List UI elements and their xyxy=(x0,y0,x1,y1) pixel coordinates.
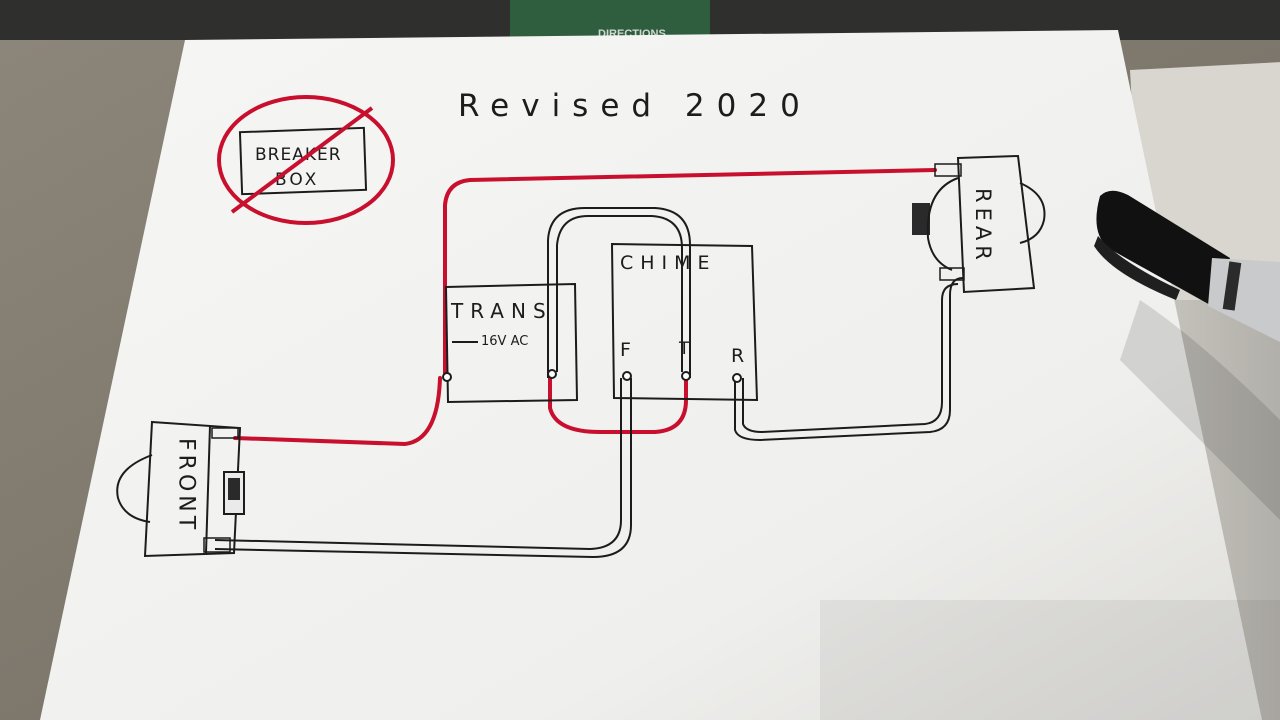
lower-right-shade xyxy=(820,600,1280,720)
front-terminal-top xyxy=(211,427,239,439)
marker-clip xyxy=(1094,236,1180,300)
wire-chime-f-front-inner xyxy=(214,378,632,559)
wire-trans-loop-outer xyxy=(547,207,691,378)
transformer-terminal-left xyxy=(442,372,452,382)
rear-button: REAR xyxy=(912,154,1046,294)
marker-band xyxy=(1222,261,1242,311)
heading-text: Revised 2020 xyxy=(458,88,812,124)
breaker-box: BREAKER BOX xyxy=(217,95,395,225)
front-button: FRONT xyxy=(116,420,245,558)
chime-terminal-r xyxy=(732,373,742,383)
marker-body xyxy=(1208,258,1280,342)
chime-terminal-f xyxy=(622,371,632,381)
hot-wire-trans-to-chime-t xyxy=(548,376,688,434)
hot-wires xyxy=(233,168,937,447)
marker-pen xyxy=(1094,190,1280,520)
rear-lead xyxy=(926,177,959,271)
chime-terminal-f-label: F xyxy=(620,339,631,361)
transformer-box xyxy=(444,282,579,404)
chime-terminal-t-label: T xyxy=(678,339,690,359)
chime-terminal-t xyxy=(681,371,691,381)
transformer: TRANS 16V AC xyxy=(442,282,579,404)
breaker-line1: BREAKER xyxy=(255,145,342,165)
hot-wire-trans-to-front xyxy=(233,376,442,447)
no-circle xyxy=(217,95,395,225)
breaker-line2: BOX xyxy=(275,170,319,190)
wire-chime-f-front-outer xyxy=(214,378,622,551)
chime-terminal-r-label: R xyxy=(731,345,744,367)
hot-wire-trans-to-rear xyxy=(443,168,937,380)
front-label: FRONT xyxy=(174,438,199,533)
rear-button-arc xyxy=(1019,182,1046,244)
rear-button-box xyxy=(956,154,1036,294)
rear-button-switch xyxy=(912,203,930,235)
chime-box xyxy=(610,242,759,402)
rear-label: REAR xyxy=(971,188,995,265)
marker-shadow xyxy=(1120,300,1280,520)
front-button-box xyxy=(143,420,242,558)
rear-terminal-bottom xyxy=(939,267,965,281)
chime-label: CHIME xyxy=(620,252,717,274)
transformer-label: TRANS xyxy=(450,299,553,323)
front-terminal-bottom xyxy=(203,537,231,553)
transformer-terminal-right xyxy=(547,369,557,379)
paper-sheet xyxy=(40,30,1262,720)
breaker-box-rect xyxy=(238,126,368,196)
front-button-switch-fill xyxy=(228,478,240,500)
wire-chime-r-rear-outer xyxy=(734,277,964,442)
wire-trans-loop-inner xyxy=(556,215,683,372)
chime: CHIME F T R xyxy=(610,242,759,402)
marker-cap xyxy=(1096,190,1230,306)
transformer-rating: 16V AC xyxy=(481,334,528,349)
wire-chime-r-rear-inner xyxy=(742,283,959,434)
front-button-divider xyxy=(205,425,211,554)
low-voltage-wires xyxy=(214,207,964,559)
no-slash xyxy=(230,106,374,214)
front-button-arc xyxy=(116,454,153,523)
rear-terminal-top xyxy=(934,163,962,177)
